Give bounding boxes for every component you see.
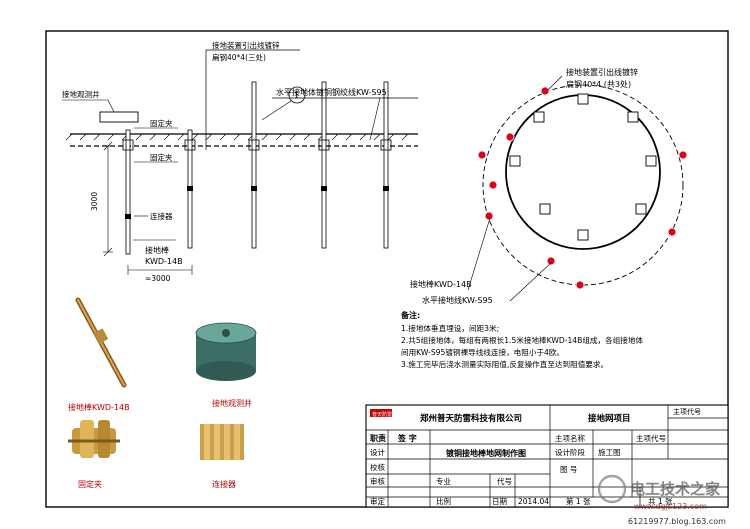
photo-clamp-caption: 固定夹 [78,479,102,489]
outer-ground-ring [482,84,684,286]
code-label: 代号 [497,476,512,486]
ground-rod-1 [122,129,134,255]
watermark-url: www.dgjs123.com [634,502,707,511]
section-view: 接地装置引出线镀锌 扁钢40*4(三处) 1 接地观测井 固定夹 固定夹 300… [62,40,418,283]
observe-well-label: 接地观测井 [62,89,100,99]
top-lead-label: 接地装置引出线镀锌 [212,40,280,50]
note-line-4: 3.施工完毕后浇水测量实际阻值,反复操作直至达到阻值要求。 [401,359,608,369]
page-label: 第 1 张 [566,496,591,506]
role-design: 设计 [370,447,385,457]
ground-rod-4 [318,81,330,249]
plan-lead-label: 接地装置引出线镀锌 [566,67,638,77]
note-line-3: 间用KW-S95镀铜裸导线线连接，电阻小于4欧。 [401,347,564,357]
watermark-text: 电工技术之家 [630,480,720,498]
ground-rod-3 [248,81,260,249]
spacing-label: ≈3000 [145,274,171,283]
plan-rods [509,93,657,241]
sign-col-header: 签 字 [397,433,417,443]
design-stage-label: 设计阶段 [555,447,585,457]
rod-model-label: KWD-14B [145,257,183,266]
photo-well: 接地观测井 [195,322,257,408]
plan-view: 接地装置引出线镀锌 扁钢40*4 (共3处) 接地棒KWD-14B 水平接地线K… [410,67,688,305]
title-block: 普天防雷 郑州普天防雷科技有限公司 接地网项目 主项代号 职责 签 字 设计 校… [365,404,729,508]
date-value: 2014.04 [518,497,549,506]
notes: 备注: 1.接地体垂直埋设，间距3米; 2.共5组接地体，每组有两根长1.5米接… [400,310,643,369]
plan-wire-leader [509,261,553,302]
photo-connector: 连接器 [200,424,244,489]
drawing-title: 镀铜接地棒地网制作图 [446,448,526,458]
total-label: 共 1 张 [648,497,673,506]
plan-rod-label: 接地棒KWD-14B [410,279,472,289]
role-col-header: 职责 [370,433,386,443]
date-label: 日期 [492,497,507,506]
drawing-no-label: 图 号 [560,465,577,474]
role-check: 校核 [370,462,385,472]
top-lead-label-2: 扁钢40*4(三处) [212,52,266,62]
note-line-1: 1.接地体垂直埋设，间距3米; [401,323,499,333]
plan-marker-dots [477,86,688,290]
plan-rod-leader [467,217,491,291]
watermark-footer: 61219977.blog.163.com [628,517,726,526]
photo-rod-caption: 接地棒KWD-14B [68,402,130,412]
horizontal-conductor-label: 水平接地体镀铜钢绞线KW-S95 [276,87,387,97]
design-stage-value: 施工图 [598,447,621,457]
connector-label: 连接器 [150,211,173,221]
project-name: 接地网项目 [588,413,631,424]
watermark-logo [597,474,627,504]
clamp-label-1: 固定夹 [150,118,173,128]
watermark: 电工技术之家 www.dgjs123.com 61219977.blog.163… [597,474,726,526]
company-logo-text: 普天防雷 [372,411,392,418]
sub-code-label: 主项代号 [636,433,666,443]
ground-rod-5 [380,81,392,249]
photo-clamp: 固定夹 [68,420,120,489]
horiz-label-leader [369,97,381,141]
rod-label: 接地棒 [145,245,169,255]
company-name: 郑州普天防雷科技有限公司 [420,413,522,424]
major-label: 专业 [436,476,451,486]
plan-wire-label: 水平接地线KW-S95 [422,295,493,305]
photo-connector-caption: 连接器 [212,479,236,489]
callout-number: 1 [294,91,299,100]
photo-rod: 接地棒KWD-14B [68,297,130,412]
company-logo [370,409,392,417]
photo-well-caption: 接地观测井 [212,398,252,408]
depth-label: 3000 [90,192,99,211]
ground-hatch [65,133,409,141]
notes-title: 备注: [400,310,420,320]
plan-lead-leader [547,75,563,91]
role-review: 审核 [370,476,385,486]
role-approve: 审定 [370,496,385,506]
ratio-label: 比例 [436,496,451,506]
chief-code-label: 主项代号 [673,407,701,416]
callout-leader [261,100,292,121]
note-line-2: 2.共5组接地体，每组有两根长1.5米接地棒KWD-14B组成，各组接地体 [401,335,643,345]
clamp-label-2: 固定夹 [150,152,173,162]
ground-rod-2 [184,129,196,249]
observation-well [99,111,139,123]
callout-circle [288,86,306,104]
plan-lead-label-2: 扁钢40*4 (共3处) [566,79,631,89]
chief-designer-label: 主项名称 [555,433,585,443]
